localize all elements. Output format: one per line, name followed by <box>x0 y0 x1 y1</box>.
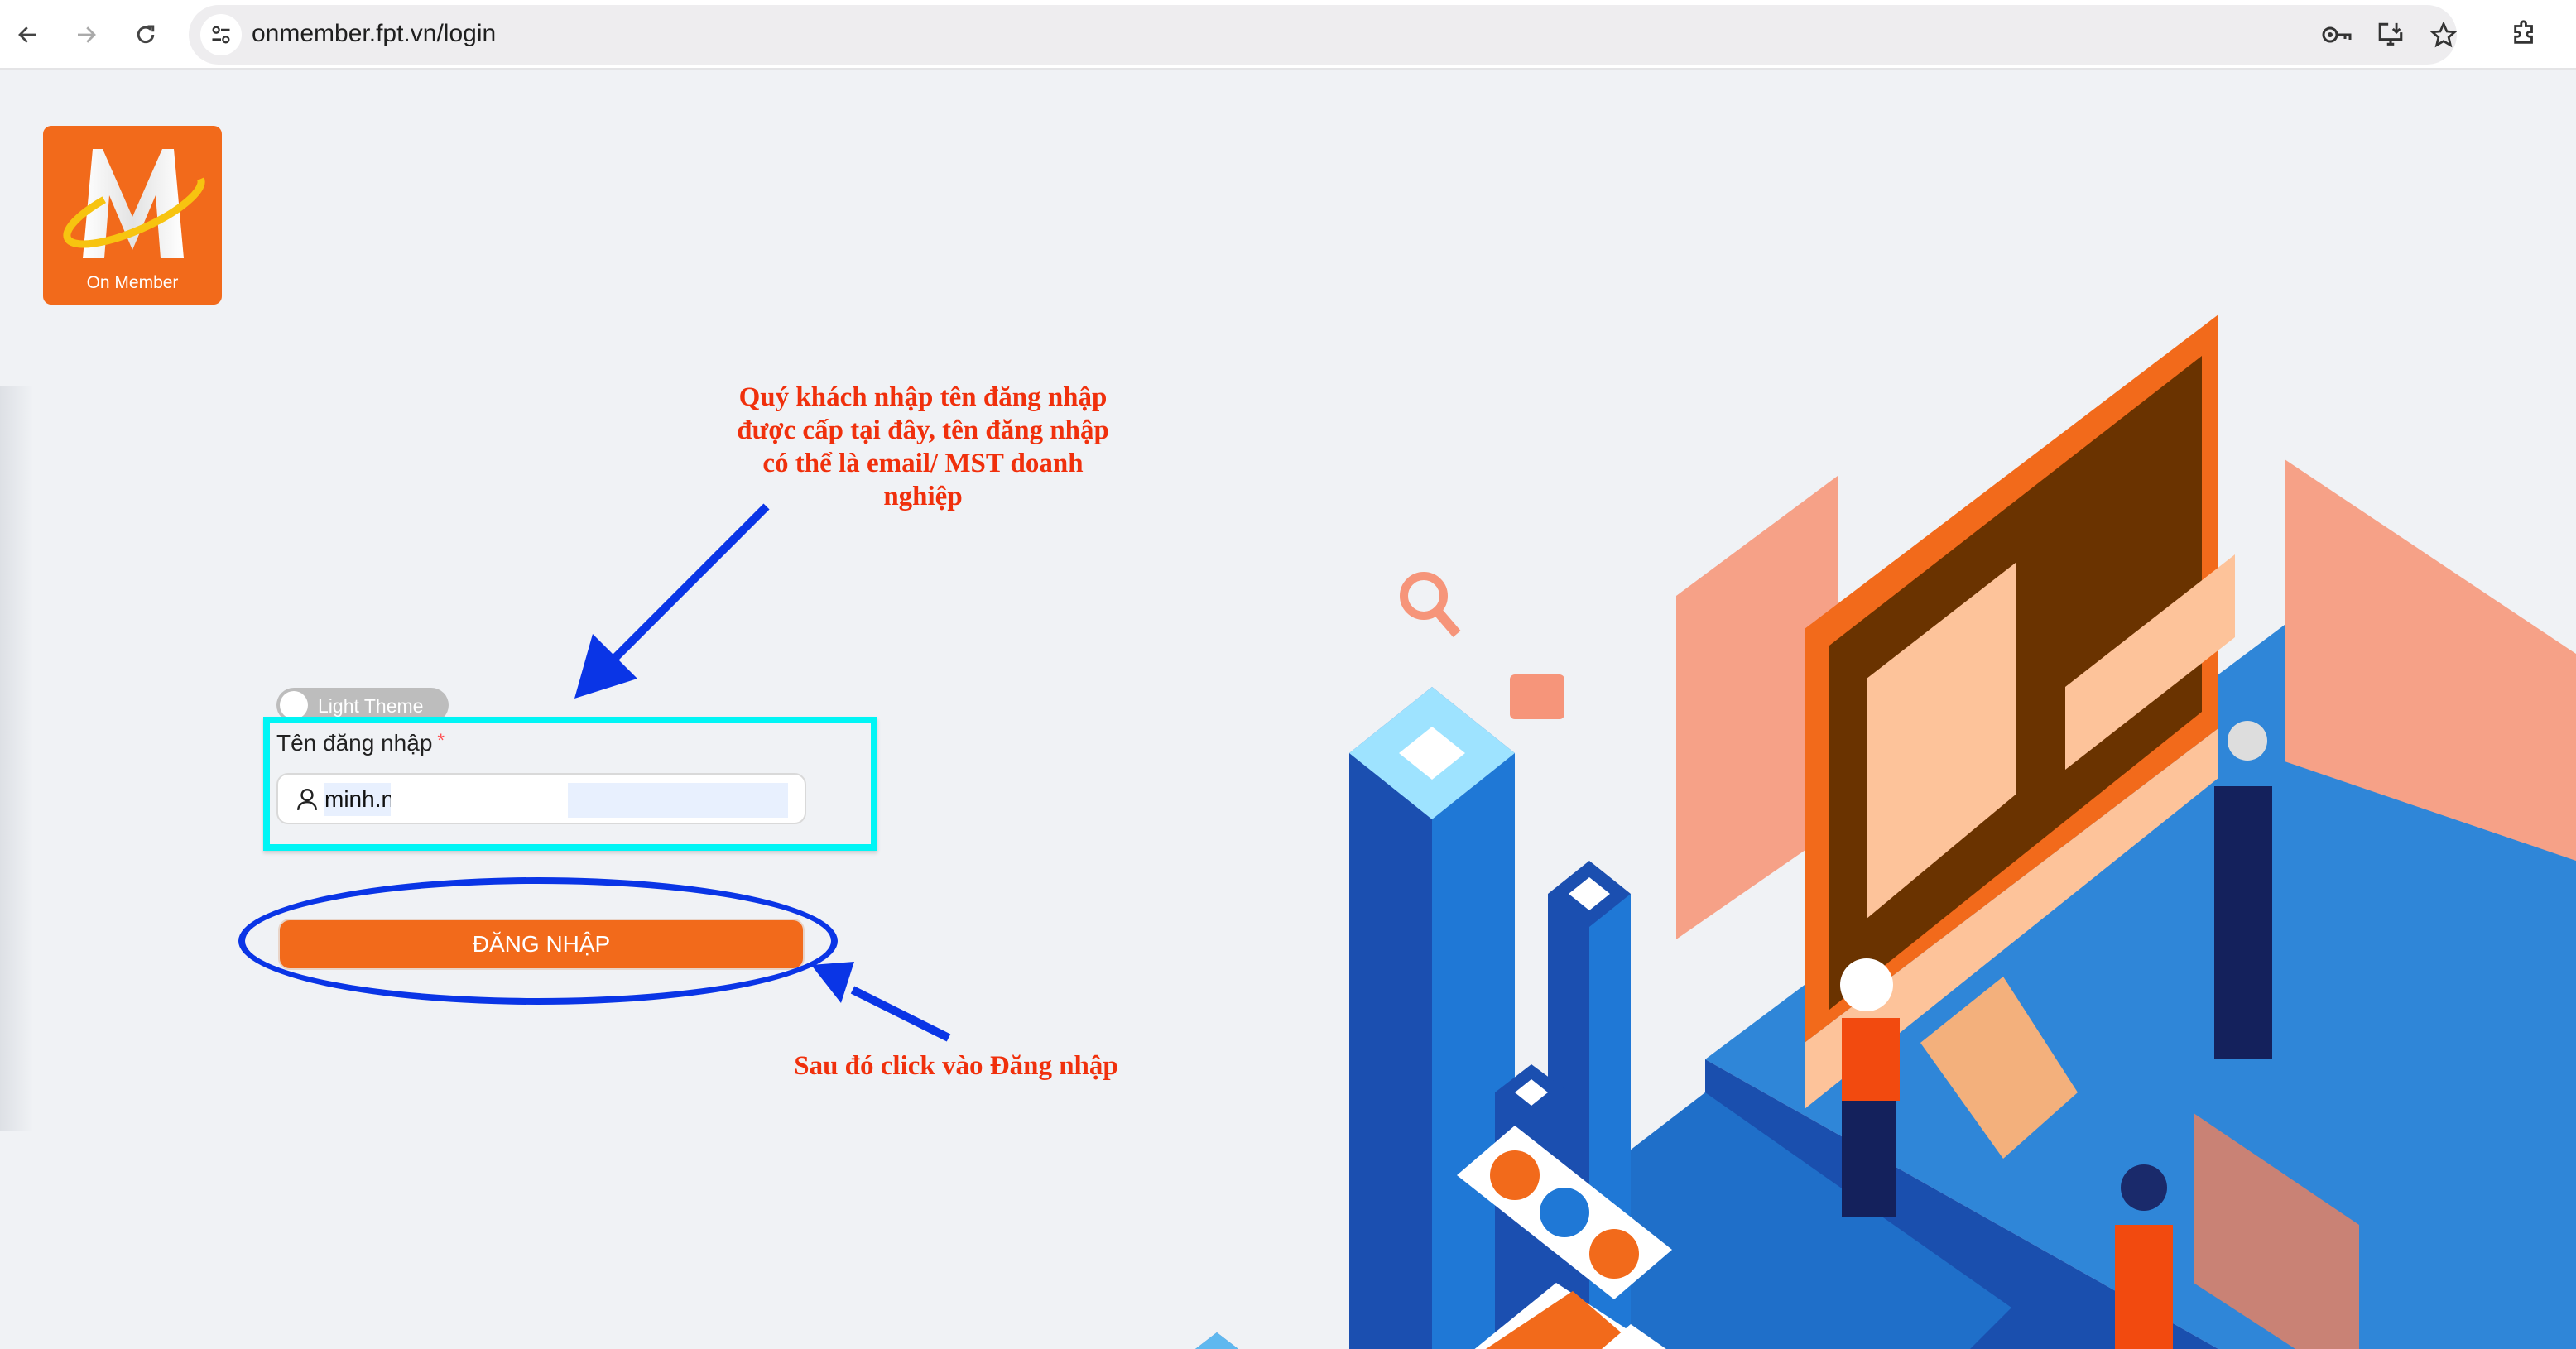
username-highlight-box <box>263 717 877 851</box>
address-bar[interactable]: onmember.fpt.vn/login <box>189 5 2457 65</box>
login-page: On Member Light Theme Tên đăng nhập* min… <box>0 71 2576 1349</box>
required-mark: * <box>437 730 445 751</box>
site-info-icon[interactable] <box>200 14 242 55</box>
annotation-username-note: Quý khách nhập tên đăng nhập được cấp tạ… <box>737 382 1109 511</box>
annotation-login-note: Sau đó click vào Đăng nhập <box>794 1051 1118 1081</box>
username-label-text: Tên đăng nhập <box>276 730 433 756</box>
logo-text: On Member <box>86 273 179 292</box>
user-icon <box>297 788 317 811</box>
url-text[interactable]: onmember.fpt.vn/login <box>252 20 497 47</box>
on-member-logo: On Member <box>43 126 222 305</box>
back-icon[interactable] <box>10 17 46 53</box>
install-app-icon[interactable] <box>2374 18 2407 51</box>
theme-toggle-label: Light Theme <box>318 695 424 717</box>
arrow-to-username-icon <box>574 503 770 699</box>
isometric-illustration <box>1109 314 2576 1349</box>
login-button-highlight-ellipse <box>238 877 838 1005</box>
forward-icon[interactable] <box>68 17 104 53</box>
username-label: Tên đăng nhập* <box>276 730 445 756</box>
edge-shadow <box>0 386 33 1131</box>
key-icon[interactable] <box>2321 18 2354 51</box>
reload-icon[interactable] <box>127 17 164 53</box>
toggle-knob[interactable] <box>280 691 308 719</box>
logo-m-icon <box>63 149 205 258</box>
puzzle-icon[interactable] <box>2506 15 2543 51</box>
star-icon[interactable] <box>2427 18 2460 51</box>
username-value[interactable]: minh.nh@ <box>324 783 391 816</box>
browser-toolbar: onmember.fpt.vn/login <box>0 0 2576 70</box>
arrow-to-login-button-icon <box>811 962 951 1042</box>
autofill-highlight <box>568 783 788 818</box>
username-input[interactable]: minh.nh@ <box>276 773 806 824</box>
